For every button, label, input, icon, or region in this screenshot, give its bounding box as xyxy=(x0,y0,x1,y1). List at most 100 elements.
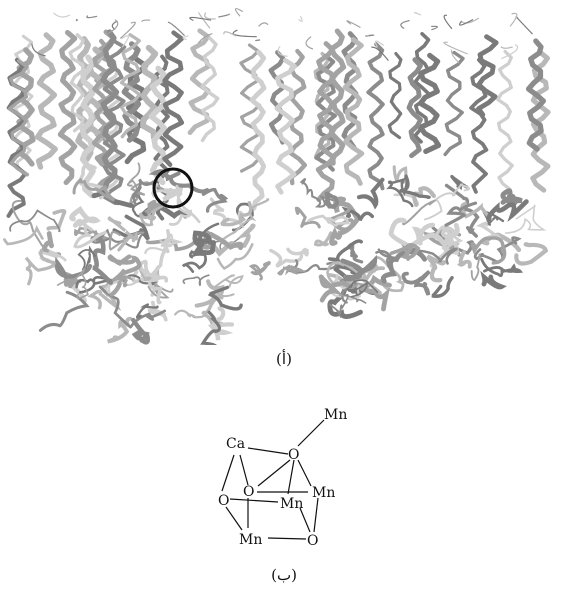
surface-loop xyxy=(515,16,533,35)
loop-ribbon xyxy=(182,274,210,286)
bond-mn-right-o-bottom xyxy=(313,497,319,533)
bond-o-top-mn-center xyxy=(287,459,295,495)
helix-ribbon xyxy=(239,43,262,173)
loop-ribbon xyxy=(444,183,480,238)
atom-o-bottom: O xyxy=(307,533,318,549)
helix-ribbon xyxy=(249,49,267,211)
surface-loop xyxy=(75,18,78,22)
loop-ribbon xyxy=(425,254,446,283)
surface-loop xyxy=(86,15,98,19)
loop-ribbon xyxy=(340,254,378,280)
surface-loop xyxy=(53,12,71,18)
loop-ribbon xyxy=(73,222,107,249)
loop-ribbon xyxy=(346,279,379,298)
mn-cluster-diagram: Ca O Mn O O Mn Mn Mn O xyxy=(190,398,380,558)
surface-loop xyxy=(305,36,314,50)
loop-ribbon xyxy=(444,201,478,227)
loop-ribbon xyxy=(126,162,141,193)
surface-loop xyxy=(258,22,269,27)
loop-ribbon xyxy=(307,214,350,227)
helix-ribbon xyxy=(274,57,297,195)
protein-ribbon-image xyxy=(3,8,551,345)
loop-ribbon xyxy=(299,178,338,208)
loop-ribbon xyxy=(147,283,174,299)
surface-loop xyxy=(167,21,186,37)
helix-ribbon xyxy=(406,57,423,159)
loop-ribbon xyxy=(107,254,142,276)
atom-mn-right: Mn xyxy=(312,485,335,501)
loop-ribbon xyxy=(356,177,385,210)
loop-ribbon xyxy=(327,239,363,262)
loop-ribbon xyxy=(91,189,134,208)
loop-ribbon xyxy=(77,245,96,271)
loop-ribbon xyxy=(144,199,168,214)
loop-ribbon xyxy=(411,222,436,246)
loop-ribbon xyxy=(9,209,61,233)
loop-ribbon xyxy=(131,178,156,206)
surface-loop xyxy=(121,35,130,48)
helix-ribbon xyxy=(366,42,385,191)
loop-ribbon xyxy=(216,243,254,271)
loop-ribbon xyxy=(112,214,150,241)
surface-loop xyxy=(182,35,189,41)
loop-ribbon xyxy=(486,199,529,223)
helix-ribbon xyxy=(57,29,78,186)
loop-ribbon xyxy=(118,275,135,288)
surface-loop xyxy=(346,20,361,29)
surface-loop xyxy=(365,34,375,37)
helix-ribbon xyxy=(288,48,307,186)
helix-ribbon xyxy=(328,28,347,166)
loop-ribbon xyxy=(207,306,235,341)
loop-ribbon xyxy=(192,230,217,255)
loop-ribbon xyxy=(480,257,524,278)
surface-loop xyxy=(277,45,288,57)
atom-mn-bottom: Mn xyxy=(239,532,262,548)
loop-ribbon xyxy=(388,217,460,250)
loop-ribbon xyxy=(431,275,454,298)
surface-loop xyxy=(443,41,468,55)
loop-ribbon xyxy=(137,259,161,280)
loop-ribbon xyxy=(168,192,201,226)
helix-ribbon xyxy=(102,39,127,205)
loop-ribbon xyxy=(402,198,438,226)
loop-ribbon xyxy=(318,274,356,303)
loop-ribbon xyxy=(46,209,67,231)
atom-mn-center: Mn xyxy=(280,496,303,512)
loop-ribbon xyxy=(174,309,213,325)
loop-ribbon xyxy=(200,310,221,345)
helix-ribbon xyxy=(268,50,286,145)
helix-ribbon xyxy=(443,50,465,157)
bond-o-top-mn-top xyxy=(297,419,325,447)
atom-o-top: O xyxy=(288,447,299,463)
loop-ribbon xyxy=(90,235,113,285)
surface-loop xyxy=(500,46,513,49)
surface-loop xyxy=(232,29,257,38)
caption-b: (ب) xyxy=(271,566,297,584)
loop-ribbon xyxy=(207,285,243,311)
loop-ribbon xyxy=(194,279,225,308)
surface-loop xyxy=(374,40,385,48)
surface-loop xyxy=(460,17,480,24)
loop-ribbon xyxy=(441,224,459,256)
protein-structure-panel xyxy=(3,8,551,345)
bond-o-left-mn-bottom xyxy=(225,506,243,531)
loop-ribbon xyxy=(423,183,471,221)
loop-ribbon xyxy=(131,317,151,345)
loop-ribbon xyxy=(386,176,414,208)
loop-ribbon xyxy=(144,233,184,254)
loop-ribbon xyxy=(3,225,44,246)
loop-ribbon xyxy=(375,248,398,270)
helix-ribbon xyxy=(469,58,489,194)
loop-ribbon xyxy=(202,230,244,251)
surface-loop xyxy=(218,13,231,18)
helix-ribbon xyxy=(476,34,499,118)
surface-loop xyxy=(234,8,244,17)
surface-loop xyxy=(443,14,453,30)
loop-ribbon xyxy=(107,316,133,344)
bond-mn-center-o-bottom xyxy=(299,507,311,533)
loop-ribbon xyxy=(329,196,361,246)
surface-loop xyxy=(198,11,211,29)
loop-ribbon xyxy=(107,216,139,252)
loop-ribbon xyxy=(11,199,44,247)
protein-ribbons xyxy=(3,8,551,345)
